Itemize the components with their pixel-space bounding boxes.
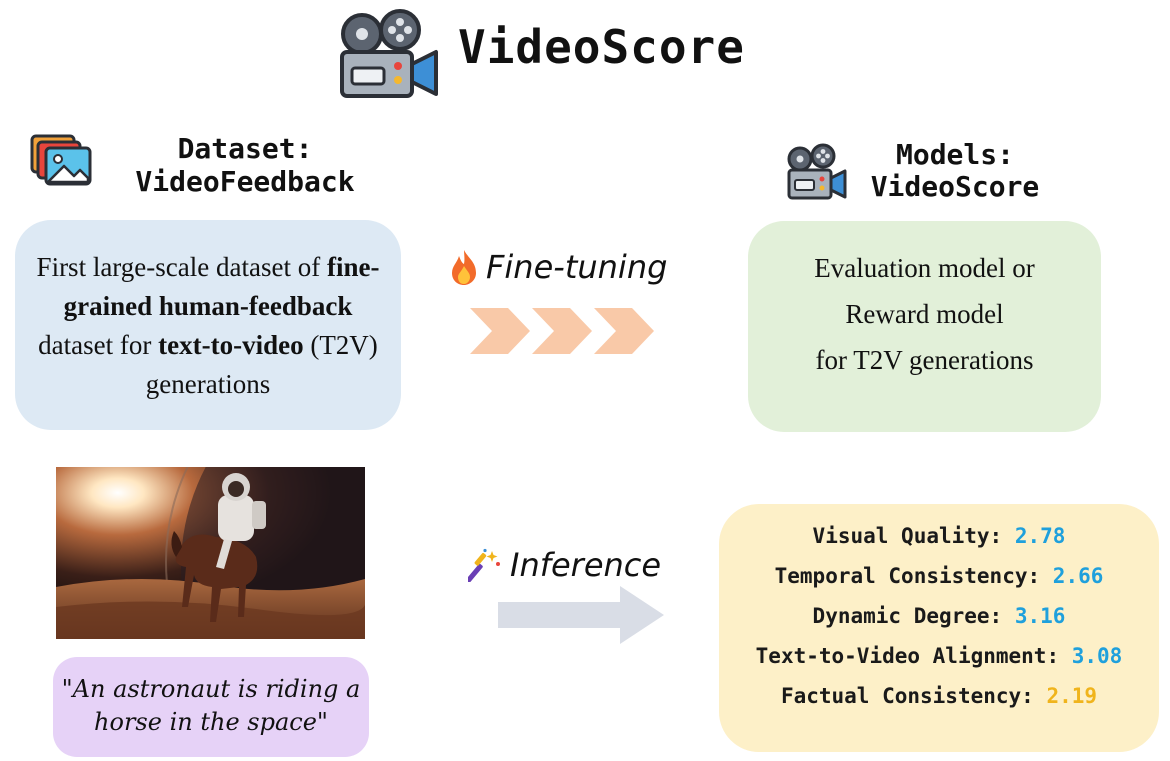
prompt-text: "An astronaut is riding a horse in the s… xyxy=(61,675,361,736)
video-frame-image xyxy=(56,467,365,639)
score-value: 2.19 xyxy=(1046,684,1098,708)
dataset-desc-bold1: fine-grained human-feedback xyxy=(63,252,380,321)
dataset-desc-part3: (T2V) generations xyxy=(145,330,378,399)
models-desc-line3: for T2V generations xyxy=(815,345,1034,375)
dataset-desc-part2: dataset for xyxy=(38,330,159,360)
score-row-factual-consistency: Factual Consistency: 2.19 xyxy=(719,676,1159,716)
prompt-box: "An astronaut is riding a horse in the s… xyxy=(53,657,369,757)
inference-label: Inference xyxy=(468,546,661,584)
score-label: Text-to-Video Alignment: xyxy=(755,644,1060,668)
score-label: Dynamic Degree: xyxy=(812,604,1003,628)
scores-box: Visual Quality: 2.78 Temporal Consistenc… xyxy=(719,504,1159,752)
score-row-visual-quality: Visual Quality: 2.78 xyxy=(719,516,1159,556)
score-label: Factual Consistency: xyxy=(780,684,1034,708)
dataset-desc-bold2: text-to-video xyxy=(158,330,304,360)
fine-tuning-text: Fine-tuning xyxy=(486,248,668,286)
models-heading-line2: VideoScore xyxy=(870,170,1040,203)
score-row-text-to-video-alignment: Text-to-Video Alignment: 3.08 xyxy=(719,636,1159,676)
dataset-desc-part1: First large-scale dataset of xyxy=(36,252,327,282)
score-label: Temporal Consistency: xyxy=(774,564,1041,588)
magic-wand-icon xyxy=(468,548,500,582)
score-row-dynamic-degree: Dynamic Degree: 3.16 xyxy=(719,596,1159,636)
dataset-description-box: First large-scale dataset of fine-graine… xyxy=(15,220,401,430)
page-title: VideoScore xyxy=(458,20,745,74)
fire-icon xyxy=(452,250,476,285)
score-label: Visual Quality: xyxy=(812,524,1003,548)
score-value: 3.16 xyxy=(1014,604,1066,628)
fine-tuning-label: Fine-tuning xyxy=(448,248,667,286)
score-value: 2.66 xyxy=(1052,564,1104,588)
models-heading: Models: VideoScore xyxy=(850,139,1060,203)
dataset-heading-line2: VideoFeedback xyxy=(135,165,355,198)
score-row-temporal-consistency: Temporal Consistency: 2.66 xyxy=(719,556,1159,596)
score-value: 3.08 xyxy=(1071,644,1123,668)
dataset-heading-line1: Dataset: xyxy=(177,132,313,165)
models-desc-line2: Reward model xyxy=(845,299,1004,329)
models-heading-line1: Models: xyxy=(895,138,1014,171)
movie-camera-icon xyxy=(787,143,847,200)
models-description-box: Evaluation model or Reward model for T2V… xyxy=(748,221,1101,432)
inference-arrow xyxy=(498,586,664,644)
image-stack-icon xyxy=(30,134,92,186)
inference-text: Inference xyxy=(510,546,662,584)
movie-camera-icon xyxy=(340,9,438,98)
score-value: 2.78 xyxy=(1014,524,1066,548)
dataset-heading: Dataset: VideoFeedback xyxy=(100,132,390,198)
fine-tuning-arrow xyxy=(470,308,654,354)
models-desc-line1: Evaluation model or xyxy=(814,253,1035,283)
